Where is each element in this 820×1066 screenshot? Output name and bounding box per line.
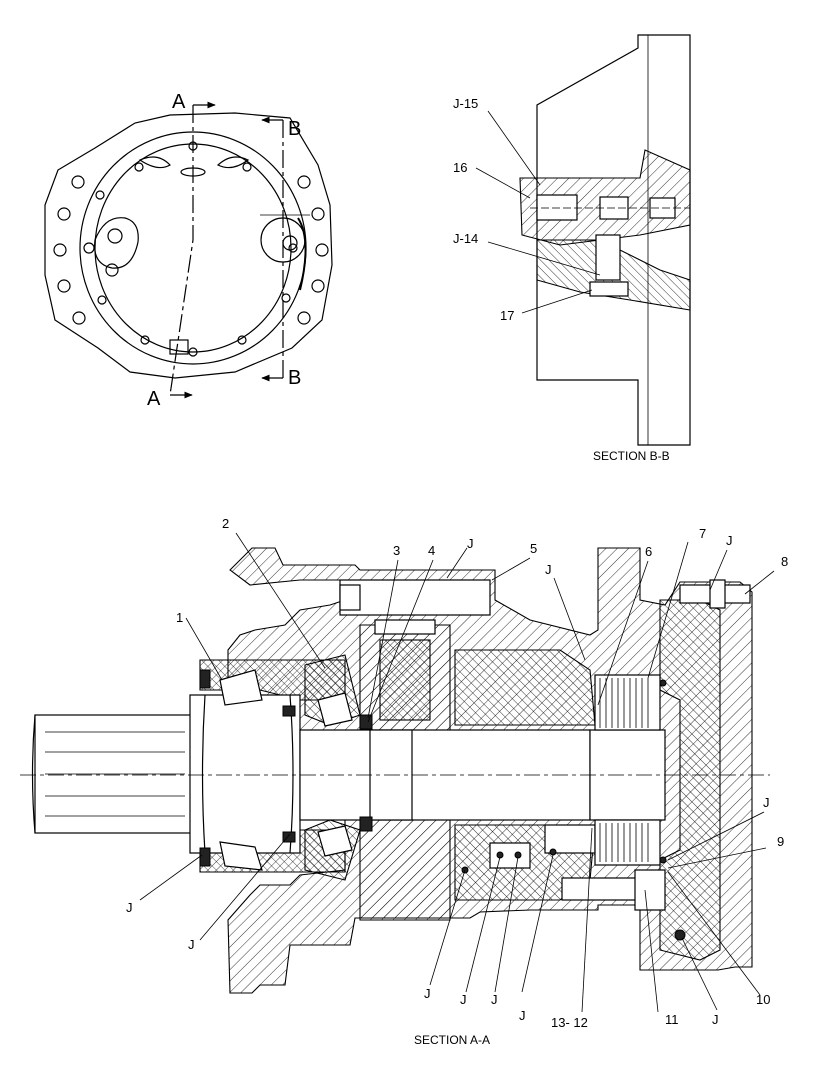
callout-j-bottom-3: J — [491, 992, 498, 1007]
callout-8: 8 — [781, 554, 788, 569]
callout-j-left-2: J — [188, 937, 195, 952]
callout-j-top-1: J — [467, 536, 474, 551]
callout-11: 11 — [665, 1012, 679, 1027]
callout-4: 4 — [428, 543, 435, 558]
seals — [199, 669, 686, 941]
callout-5: 5 — [530, 541, 537, 556]
section-mark-a-top: A — [172, 91, 186, 113]
section-mark-a-bottom: A — [147, 388, 161, 410]
callout-17: 17 — [500, 308, 514, 323]
callout-j-right: J — [763, 795, 770, 810]
callout-j14: J-14 — [453, 231, 478, 246]
callout-10: 10 — [756, 992, 770, 1007]
brake-discs — [594, 674, 661, 866]
callout-6: 6 — [645, 544, 652, 559]
bb-spool — [595, 234, 621, 281]
bearings — [219, 654, 361, 881]
section-mark-b-top: B — [288, 118, 301, 140]
callout-j-bottom-4: J — [519, 1008, 526, 1023]
section-bb-title: SECTION B-B — [593, 449, 670, 463]
section-bb-view: J-15 16 J-14 17 SECTION B-B — [453, 34, 691, 463]
callout-2: 2 — [222, 516, 229, 531]
callout-7: 7 — [699, 526, 706, 541]
leader-lines — [139, 532, 775, 1013]
callout-j15: J-15 — [453, 96, 478, 111]
section-aa-title: SECTION A-A — [414, 1033, 490, 1047]
callout-j-top-3: J — [726, 533, 733, 548]
callout-j-bottom-5: J — [712, 1012, 719, 1027]
cover-bolts — [95, 141, 298, 357]
section-aa-view: 2 3 4 J 5 6 J 7 J 8 1 J 9 10 J J J J J J… — [20, 516, 788, 1047]
callout-16: 16 — [453, 160, 467, 175]
callout-3: 3 — [393, 543, 400, 558]
callout-j-bottom-1: J — [424, 986, 431, 1001]
callout-j-left-1: J — [126, 900, 133, 915]
flange-holes — [53, 175, 329, 325]
bolt-5 — [339, 579, 491, 616]
callout-1: 1 — [176, 610, 183, 625]
callout-13-12: 13- 12 — [551, 1015, 588, 1030]
callout-j-bottom-2: J — [460, 992, 467, 1007]
end-view: A A B B — [44, 91, 333, 410]
callout-9: 9 — [777, 834, 784, 849]
section-mark-b-bottom: B — [288, 367, 301, 389]
end-view-flange — [44, 112, 333, 379]
callout-j-top-2: J — [545, 562, 552, 577]
